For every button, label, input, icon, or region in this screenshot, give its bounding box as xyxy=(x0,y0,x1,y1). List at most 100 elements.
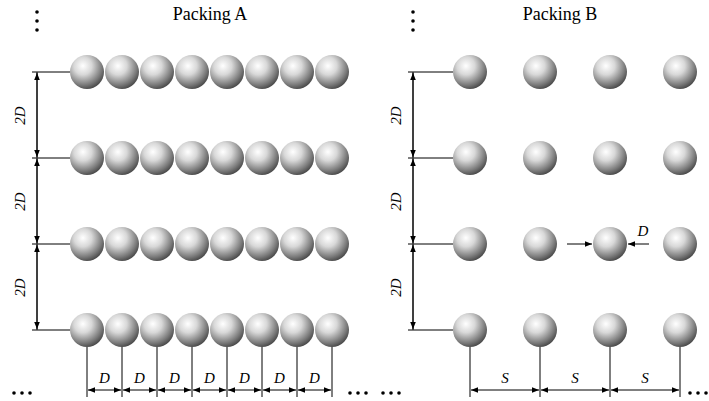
extension-line xyxy=(332,347,333,397)
sphere xyxy=(280,141,314,175)
ellipsis-dot xyxy=(12,391,16,395)
extension-line xyxy=(262,347,263,397)
dimension-arrow xyxy=(413,73,414,157)
sphere xyxy=(70,313,104,347)
sphere xyxy=(523,313,557,347)
sphere xyxy=(315,55,349,89)
dimension-label: D xyxy=(168,371,181,386)
sphere xyxy=(663,141,697,175)
extension-line xyxy=(227,347,228,397)
diameter-arrow xyxy=(567,244,592,245)
dimension-label: D xyxy=(308,371,321,386)
dimension-label: 2D xyxy=(389,277,404,297)
sphere xyxy=(453,141,487,175)
sphere xyxy=(140,227,174,261)
sphere xyxy=(210,227,244,261)
sphere xyxy=(70,55,104,89)
dimension-label: 2D xyxy=(389,191,404,211)
tick-line xyxy=(408,158,453,159)
sphere xyxy=(210,141,244,175)
ellipsis-dot xyxy=(364,391,368,395)
sphere xyxy=(593,55,627,89)
sphere xyxy=(245,227,279,261)
extension-line xyxy=(87,347,88,397)
dimension-arrow xyxy=(123,390,156,391)
extension-line xyxy=(297,347,298,397)
sphere xyxy=(105,227,139,261)
ellipsis-dot xyxy=(35,28,39,32)
extension-line xyxy=(680,347,681,397)
dimension-arrow xyxy=(37,159,38,243)
ellipsis-dot xyxy=(348,391,352,395)
dimension-arrow xyxy=(413,245,414,329)
sphere xyxy=(280,227,314,261)
dimension-arrow xyxy=(158,390,191,391)
sphere xyxy=(70,141,104,175)
dimension-arrow xyxy=(193,390,226,391)
tick-line xyxy=(32,72,70,73)
dimension-label: 2D xyxy=(13,105,28,125)
dimension-label: S xyxy=(640,371,650,386)
sphere xyxy=(663,313,697,347)
ellipsis-dot xyxy=(381,391,385,395)
sphere xyxy=(245,313,279,347)
dimension-label: S xyxy=(570,371,580,386)
extension-line xyxy=(192,347,193,397)
dimension-arrow xyxy=(263,390,296,391)
vertical-line xyxy=(37,72,38,330)
dimension-arrow xyxy=(88,390,121,391)
sphere xyxy=(175,227,209,261)
vertical-line xyxy=(413,72,414,330)
tick-line xyxy=(408,330,453,331)
sphere xyxy=(175,141,209,175)
ellipsis-dot xyxy=(411,10,415,14)
dimension-label: D xyxy=(98,371,111,386)
dimension-label: 2D xyxy=(13,277,28,297)
sphere xyxy=(593,141,627,175)
ellipsis-dot xyxy=(397,391,401,395)
dimension-label: 2D xyxy=(13,191,28,211)
sphere xyxy=(663,227,697,261)
sphere xyxy=(175,55,209,89)
sphere xyxy=(663,55,697,89)
sphere xyxy=(70,227,104,261)
sphere xyxy=(105,141,139,175)
ellipsis-dot xyxy=(35,19,39,23)
sphere xyxy=(140,55,174,89)
extension-line xyxy=(540,347,541,397)
sphere xyxy=(523,227,557,261)
extension-line xyxy=(610,347,611,397)
dimension-label: D xyxy=(133,371,146,386)
dimension-label: 2D xyxy=(389,105,404,125)
ellipsis-dot xyxy=(696,391,700,395)
sphere xyxy=(523,141,557,175)
diameter-arrow xyxy=(628,244,649,245)
tick-line xyxy=(32,244,70,245)
sphere xyxy=(245,141,279,175)
ellipsis-dot xyxy=(411,19,415,23)
sphere xyxy=(140,141,174,175)
sphere xyxy=(210,55,244,89)
dimension-arrow xyxy=(37,245,38,329)
sphere xyxy=(210,313,244,347)
ellipsis-dot xyxy=(28,391,32,395)
sphere xyxy=(593,227,627,261)
extension-line xyxy=(470,347,471,397)
ellipsis-dot xyxy=(704,391,708,395)
tick-line xyxy=(32,330,70,331)
dimension-label: D xyxy=(238,371,251,386)
sphere xyxy=(280,55,314,89)
extension-line xyxy=(122,347,123,397)
sphere xyxy=(453,55,487,89)
sphere xyxy=(593,313,627,347)
sphere xyxy=(523,55,557,89)
panel-title: Packing A xyxy=(173,5,248,23)
dimension-arrow xyxy=(541,390,609,391)
sphere xyxy=(280,313,314,347)
dimension-arrow xyxy=(37,73,38,157)
ellipsis-dot xyxy=(411,28,415,32)
dimension-label: D xyxy=(637,224,650,239)
sphere xyxy=(175,313,209,347)
dimension-arrow xyxy=(471,390,539,391)
